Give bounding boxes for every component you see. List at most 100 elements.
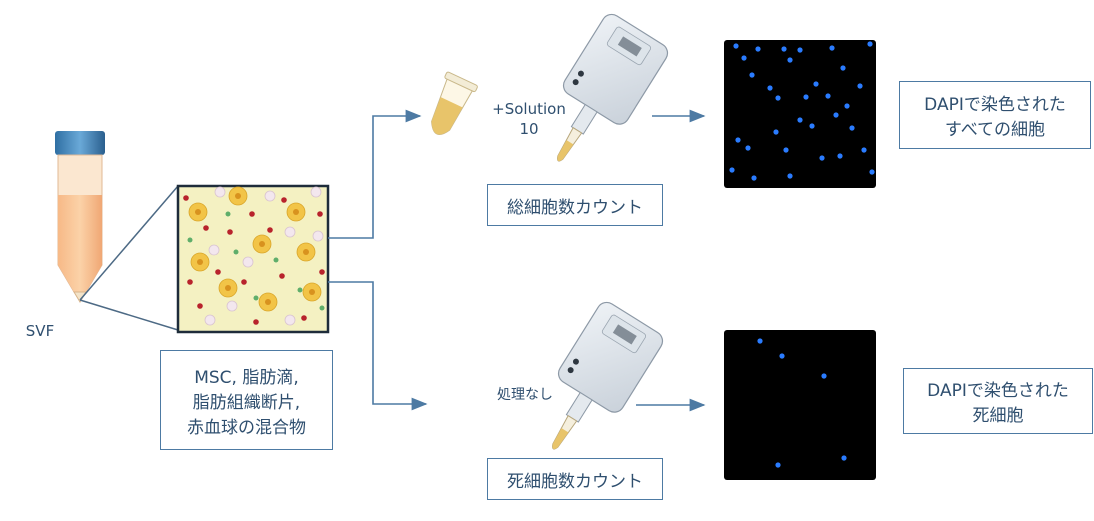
mixture-cell [203,225,209,231]
dapi-dot [813,81,819,87]
mixture-cell [303,249,309,255]
dapi-dot [781,46,787,52]
mixture-cell [233,249,239,255]
zoom-line-top [79,185,179,301]
dapi-dot [729,167,735,173]
cell-counter-slide-icon [557,13,669,162]
dead-count-box: 死細胞数カウント [487,458,663,500]
dapi-dot [803,94,809,100]
mixture-cell [273,257,279,263]
dapi-dot [819,155,825,161]
dapi-dot [797,117,803,123]
tube-cap [55,131,105,155]
mixture-cell [241,279,247,285]
mixture-cell [264,190,276,202]
mixture-cell [187,279,193,285]
tube-fluid [58,195,102,292]
mixture-cell [301,315,307,321]
dapi-dot [869,169,875,175]
dapi-dot [745,145,751,151]
tube-label: SVF [25,322,55,340]
dapi-dot [844,103,850,109]
dapi-dot [829,45,835,51]
dapi-dot [767,85,773,91]
dapi-dot [840,65,846,71]
dead-cells-stain-line-2: 死細胞 [972,406,1024,426]
mixture-cell [281,197,287,203]
cell-mixture [183,186,325,326]
mixture-line-2: 脂肪組織断片, [192,392,301,413]
upper-reagent-label: +Solution 10 [492,100,566,138]
mixture-zoom-panel [176,184,330,334]
mixture-cell [197,303,203,309]
mixture-cell [265,299,271,305]
dapi-dot [787,57,793,63]
all-cells-stain-line-1: DAPIで染色された [924,95,1066,115]
mixture-cell [319,305,325,311]
mixture-cell [225,285,231,291]
mixture-cell [225,211,231,217]
dapi-dot [775,95,781,101]
mixture-cell [187,237,193,243]
dapi-dot [779,353,785,359]
dapi-dot [837,153,843,159]
dapi-dot [833,112,839,118]
mixture-cell [312,230,324,242]
mixture-cell [319,269,325,275]
mixture-cell [227,229,233,235]
microtube-icon [431,71,478,136]
dapi-dot [733,43,739,49]
dapi-dot [735,137,741,143]
mixture-cell [284,314,296,326]
mixture-cell [249,211,255,217]
dapi-dot [783,147,789,153]
dapi-dot [825,93,831,99]
dapi-dot [757,338,763,344]
dapi-dot [755,46,761,52]
dapi-dot [749,72,755,78]
mixture-cell [293,209,299,215]
dapi-dot [787,173,793,179]
mixture-cell [317,211,323,217]
mixture-cell [214,186,226,198]
cell-counter-slide-icon [552,301,664,450]
dapi-dot [773,129,779,135]
mixture-cell [310,186,322,198]
mixture-line-3: 赤血球の混合物 [187,417,306,438]
dapi-dot [797,47,803,53]
mixture-cell [309,289,315,295]
mixture-cell [215,269,221,275]
all-cells-stain-line-2: すべての細胞 [944,120,1046,140]
mixture-cell [253,295,259,301]
mixture-cell [242,256,254,268]
mixture-cell [195,209,201,215]
mixture-cell [226,300,238,312]
mixture-cell [204,314,216,326]
total-count-box: 総細胞数カウント [487,184,663,226]
dapi-dot [857,83,863,89]
mixture-description-box: MSC, 脂肪滴, 脂肪組織断片, 赤血球の混合物 [160,350,333,450]
dapi-dot [741,55,747,61]
mixture-cell [253,319,259,325]
mixture-cell [235,193,241,199]
dapi-dot [861,147,867,153]
dapi-dot [849,125,855,131]
all-cells-stain-box: DAPIで染色された すべての細胞 [899,81,1091,149]
dead-cells-stain-line-1: DAPIで染色された [927,381,1069,401]
mixture-cell [259,241,265,247]
dapi-dot [809,123,815,129]
mixture-line-1: MSC, 脂肪滴, [194,367,299,388]
dapi-dot [775,462,781,468]
mixture-cell [279,273,285,279]
sample-tube [55,131,105,303]
dead-cells-stain-box: DAPIで染色された 死細胞 [903,368,1093,434]
dapi-image-all-cells [724,40,876,188]
dapi-dot [821,373,827,379]
mixture-cell [197,259,203,265]
dapi-dot [867,41,873,47]
mixture-cell [208,244,220,256]
arrow-to-upper-branch [328,109,422,239]
dapi-dot [751,175,757,181]
arrow-to-lower-branch [328,281,428,411]
mixture-cell [183,195,189,201]
